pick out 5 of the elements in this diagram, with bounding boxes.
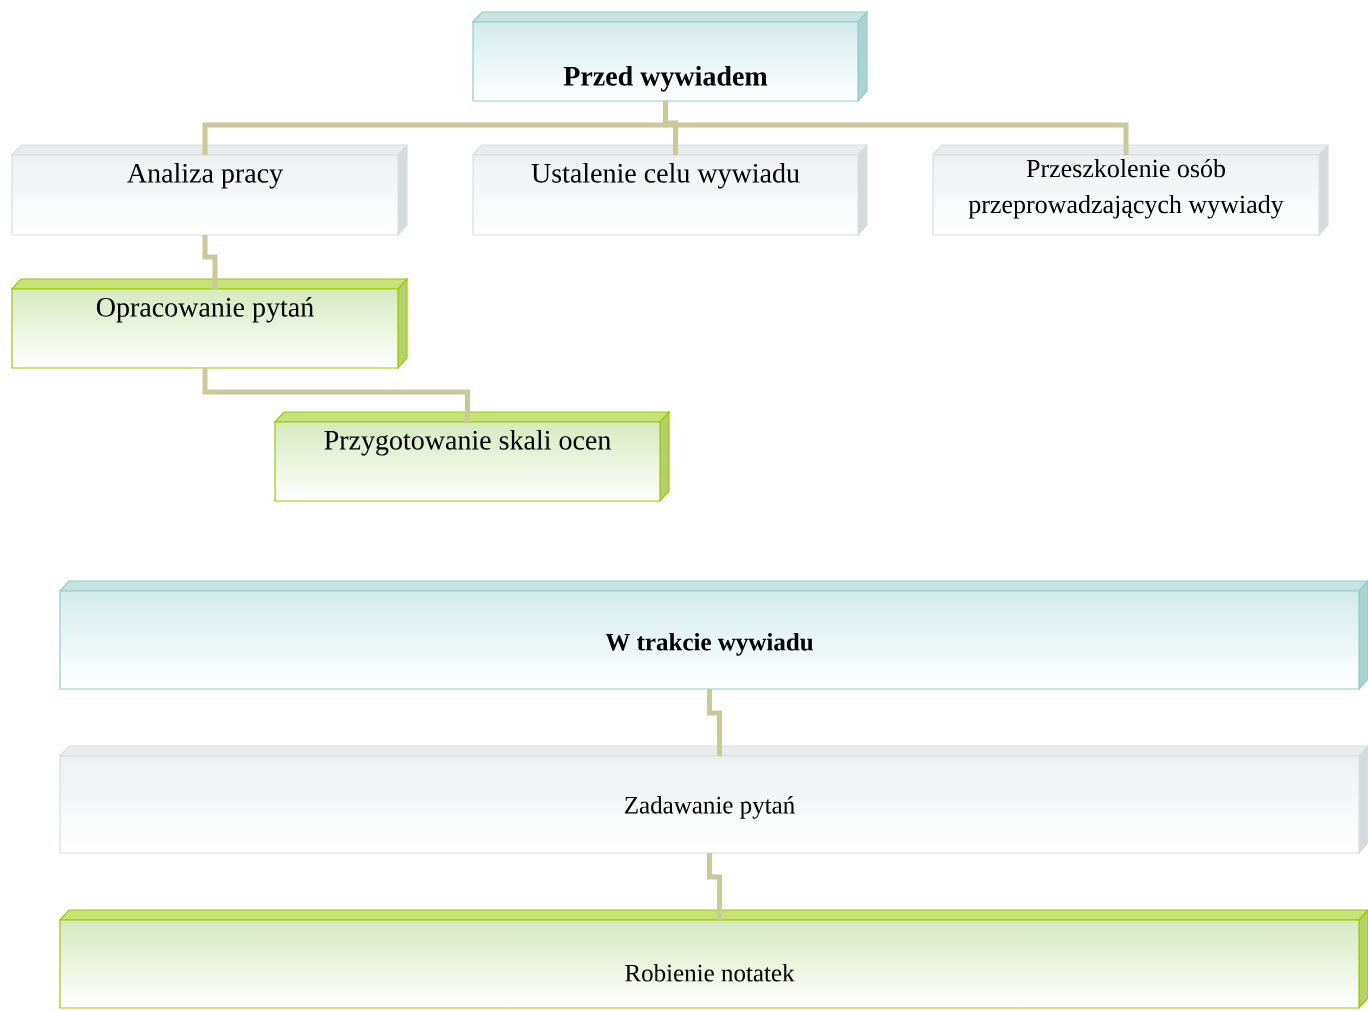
connector-line xyxy=(202,235,218,289)
connector-line xyxy=(202,368,470,422)
connector-line xyxy=(707,689,722,756)
connector-line xyxy=(707,853,722,920)
connector-line xyxy=(663,101,1129,155)
